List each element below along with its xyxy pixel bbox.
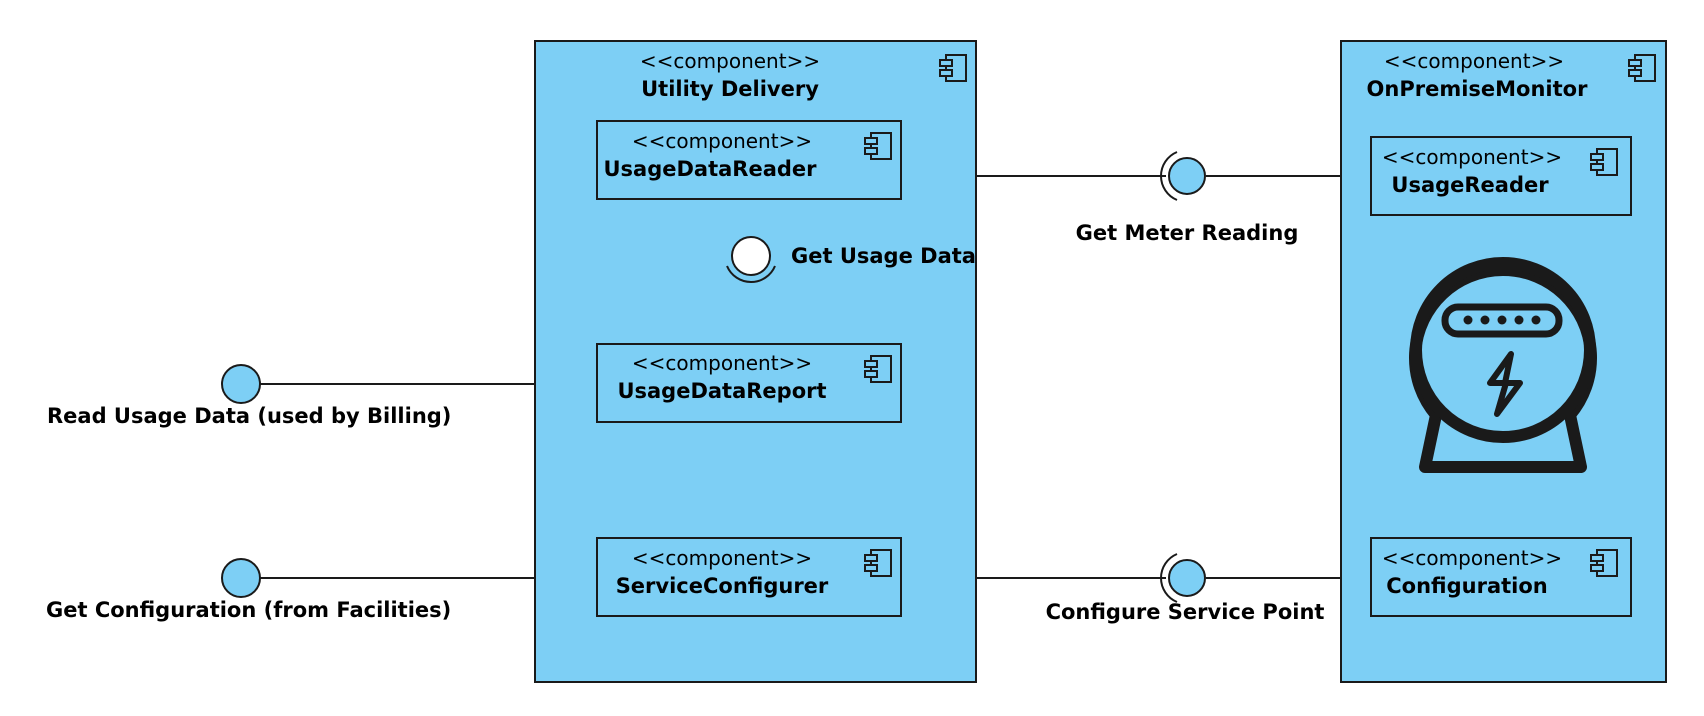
usage-data-report-component[interactable]: <<component>> UsageDataReport: [596, 343, 902, 423]
component-icon: [939, 54, 967, 82]
component-icon: [864, 549, 892, 577]
usage-data-reader-stereotype: <<component>>: [632, 129, 812, 153]
configuration-component[interactable]: <<component>> Configuration: [1370, 537, 1632, 617]
usage-reader-stereotype: <<component>>: [1382, 145, 1562, 169]
configure-service-point-interface[interactable]: Configure Service Point: [1046, 553, 1325, 624]
usage-reader-title: UsageReader: [1391, 173, 1549, 197]
get-usage-data-label: Get Usage Data: [791, 244, 976, 268]
usage-data-reader-component[interactable]: <<component>> UsageDataReader: [596, 120, 902, 200]
read-usage-data-label: Read Usage Data (used by Billing): [47, 404, 451, 428]
usage-data-report-stereotype: <<component>>: [632, 351, 812, 375]
component-icon: [864, 132, 892, 160]
configuration-stereotype: <<component>>: [1382, 546, 1562, 570]
service-configurer-title: ServiceConfigurer: [616, 574, 829, 598]
component-icon: [1628, 54, 1656, 82]
configuration-title: Configuration: [1386, 574, 1547, 598]
service-configurer-component[interactable]: <<component>> ServiceConfigurer: [596, 537, 902, 617]
read-usage-data-interface[interactable]: Read Usage Data (used by Billing): [47, 364, 451, 428]
on-premise-monitor-title: OnPremiseMonitor: [1367, 77, 1589, 101]
on-premise-monitor-stereotype: <<component>>: [1384, 49, 1564, 73]
component-icon: [1590, 148, 1618, 176]
service-configurer-stereotype: <<component>>: [632, 546, 812, 570]
configure-service-point-label: Configure Service Point: [1046, 600, 1325, 624]
get-meter-reading-interface[interactable]: Get Meter Reading: [1076, 151, 1299, 245]
get-configuration-label: Get Configuration (from Facilities): [46, 598, 451, 622]
usage-data-reader-title: UsageDataReader: [603, 157, 817, 181]
electric-meter-icon: [1409, 257, 1597, 473]
utility-delivery-title: Utility Delivery: [641, 77, 819, 101]
component-icon: [864, 355, 892, 383]
usage-data-report-title: UsageDataReport: [617, 379, 826, 403]
get-meter-reading-label: Get Meter Reading: [1076, 221, 1299, 245]
utility-delivery-stereotype: <<component>>: [640, 49, 820, 73]
get-usage-data-interface[interactable]: Get Usage Data: [726, 236, 976, 283]
get-configuration-interface[interactable]: Get Configuration (from Facilities): [46, 558, 451, 622]
component-icon: [1590, 549, 1618, 577]
usage-reader-component[interactable]: <<component>> UsageReader: [1370, 136, 1632, 216]
